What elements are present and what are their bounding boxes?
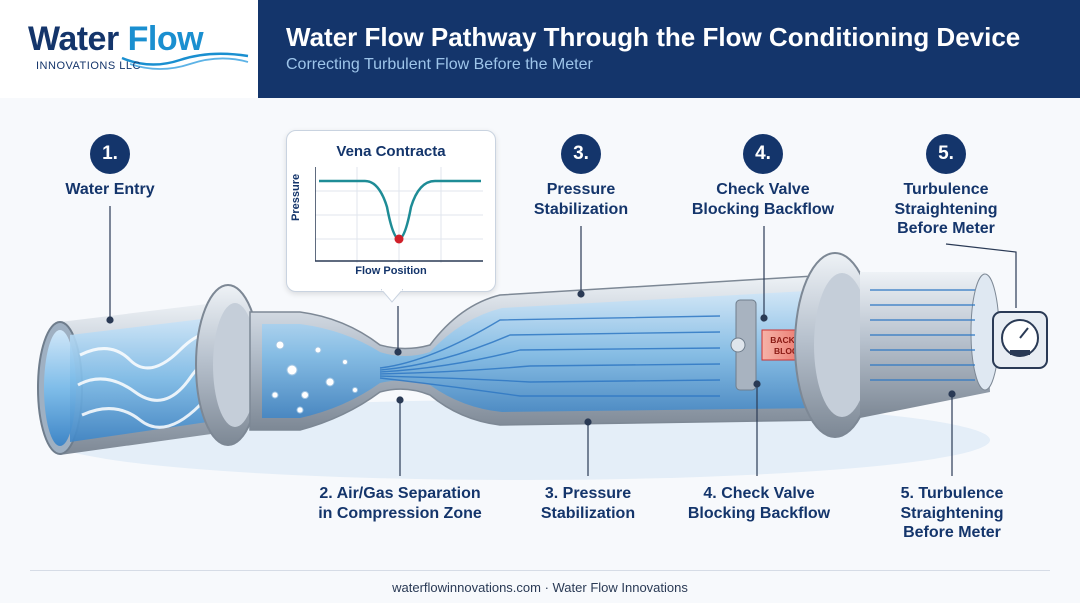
straightened-flow-lines <box>870 289 975 381</box>
inset-y-label: Pressure <box>290 173 302 221</box>
vena-contracta-point <box>394 234 404 244</box>
title-bar: Water Flow Pathway Through the Flow Cond… <box>258 0 1080 98</box>
header: Water Flow INNOVATIONS LLC Water Flow Pa… <box>0 0 1080 98</box>
leader-lines <box>106 206 1017 476</box>
inset-pointer <box>381 289 403 303</box>
step-5-label: Turbulence Straightening Before Meter <box>894 181 998 237</box>
vena-contracta-inset: Vena Contracta Pressure Flow Position <box>286 130 496 303</box>
bottom-label-5: 5. Turbulence Straightening Before Meter <box>900 485 1004 541</box>
footer-text: waterflowinnovations.com · Water Flow In… <box>392 580 688 595</box>
inset-title: Vena Contracta <box>336 143 446 160</box>
step-1-number: 1. <box>90 134 130 174</box>
inset-x-label: Flow Position <box>355 265 427 277</box>
logo-tagline: INNOVATIONS LLC <box>36 60 141 72</box>
pressure-curve <box>315 167 483 263</box>
step-4-label: Check Valve Blocking Backflow <box>691 181 835 218</box>
flow-lines <box>379 315 721 397</box>
logo-wave-icon <box>121 52 249 70</box>
step-3-label: Pressure Stabilization <box>533 181 629 218</box>
bottom-label-2: 2. Air/Gas Separation in Compression Zon… <box>318 485 482 522</box>
page-title: Water Flow Pathway Through the Flow Cond… <box>286 22 1021 52</box>
bottom-label-4: 4. Check Valve Blocking Backflow <box>687 485 831 522</box>
page-subtitle: Correcting Turbulent Flow Before the Met… <box>286 56 593 73</box>
air-bubbles <box>271 340 358 414</box>
step-5-number: 5. <box>926 134 966 174</box>
logo: Water Flow INNOVATIONS LLC <box>0 0 258 98</box>
device-water <box>262 290 825 418</box>
logo-wordmark: Water Flow <box>28 20 204 58</box>
outlet-pipe <box>860 272 990 418</box>
bottom-label-3: 3. Pressure Stabilization <box>540 485 636 522</box>
step-1-label: Water Entry <box>65 181 155 198</box>
step-3-number: 3. <box>561 134 601 174</box>
footer-divider <box>30 570 1050 571</box>
step-4-number: 4. <box>743 134 783 174</box>
